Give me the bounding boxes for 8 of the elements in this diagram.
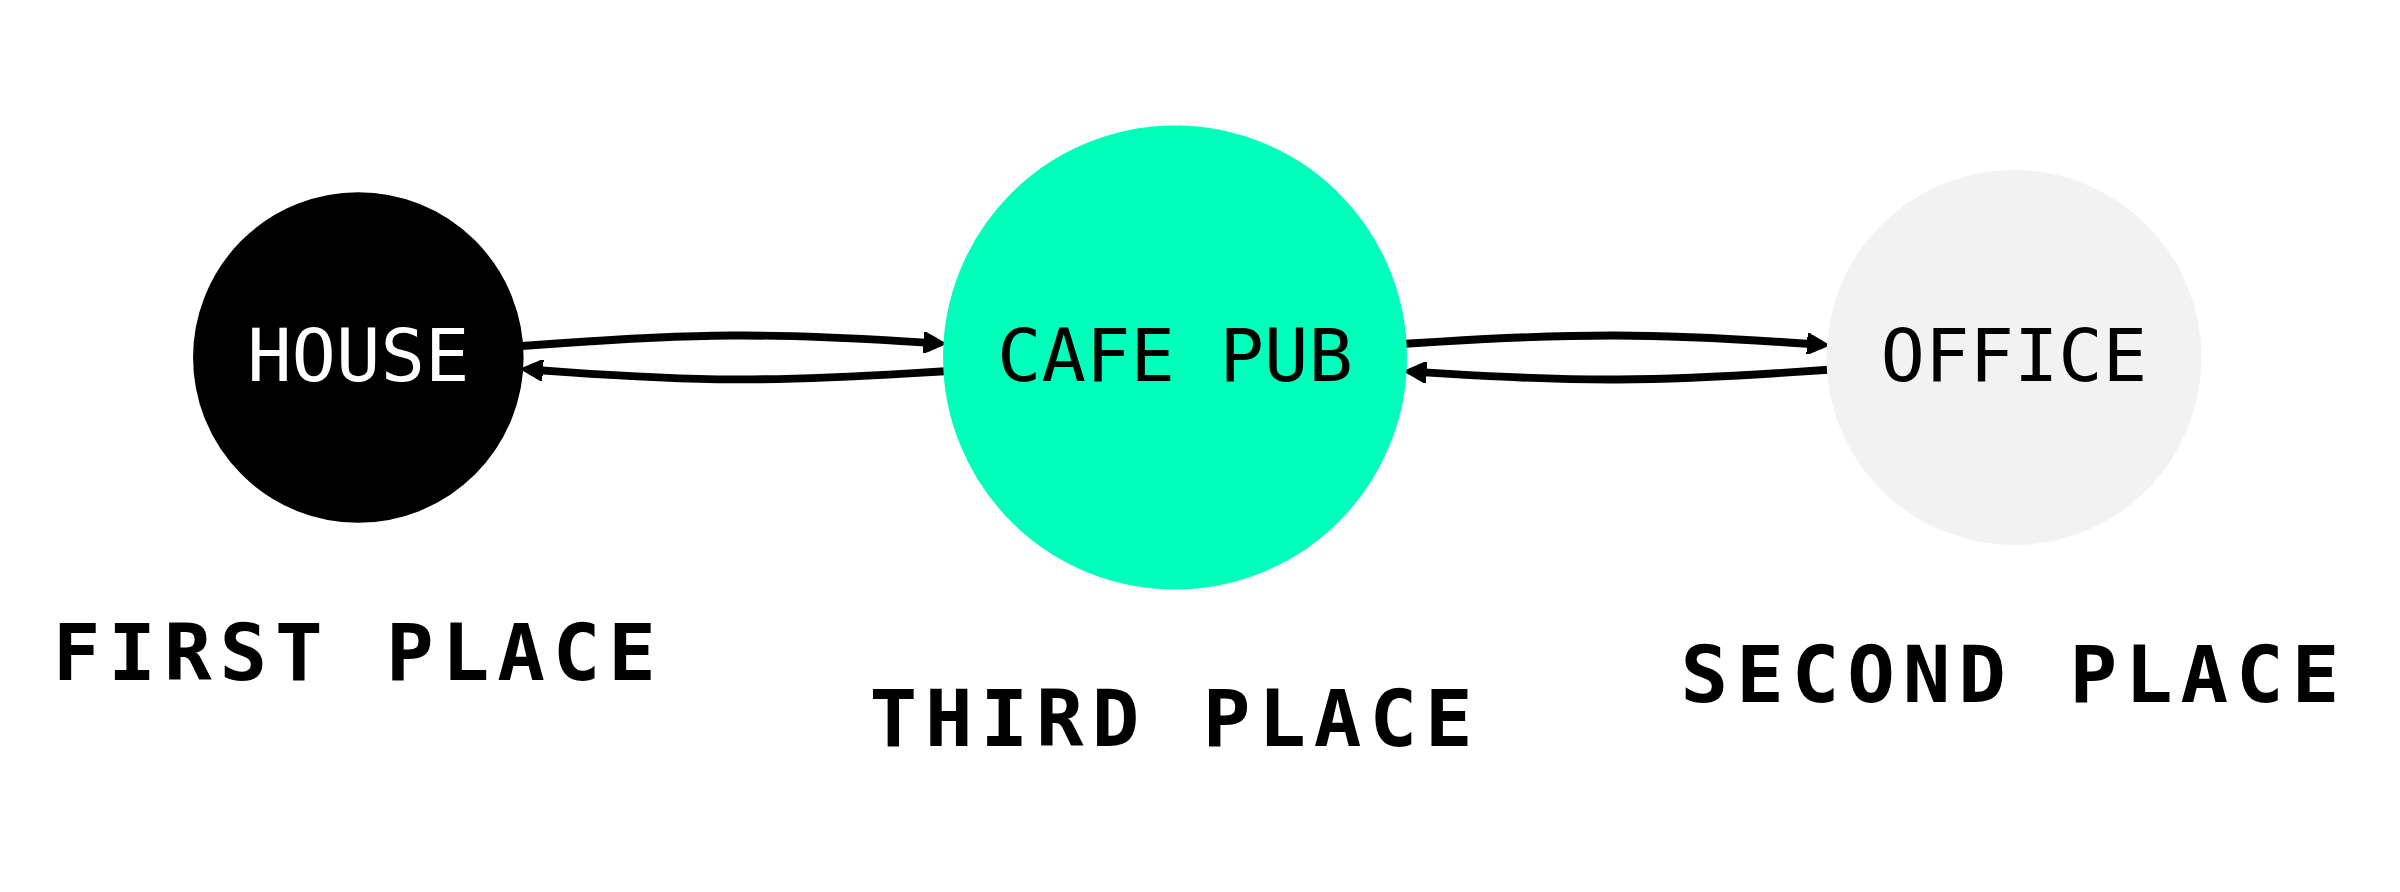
place-circle: CAFE PUB	[943, 125, 1407, 590]
arrow	[521, 330, 946, 355]
place-circle: HOUSE	[193, 192, 524, 523]
place-caption: THIRD PLACE	[869, 673, 1481, 766]
place-circle: OFFICE	[1826, 169, 2202, 545]
place-caption: SECOND PLACE	[1680, 628, 2348, 721]
place-caption: FIRST PLACE	[52, 606, 664, 699]
arrow	[1404, 360, 1829, 385]
